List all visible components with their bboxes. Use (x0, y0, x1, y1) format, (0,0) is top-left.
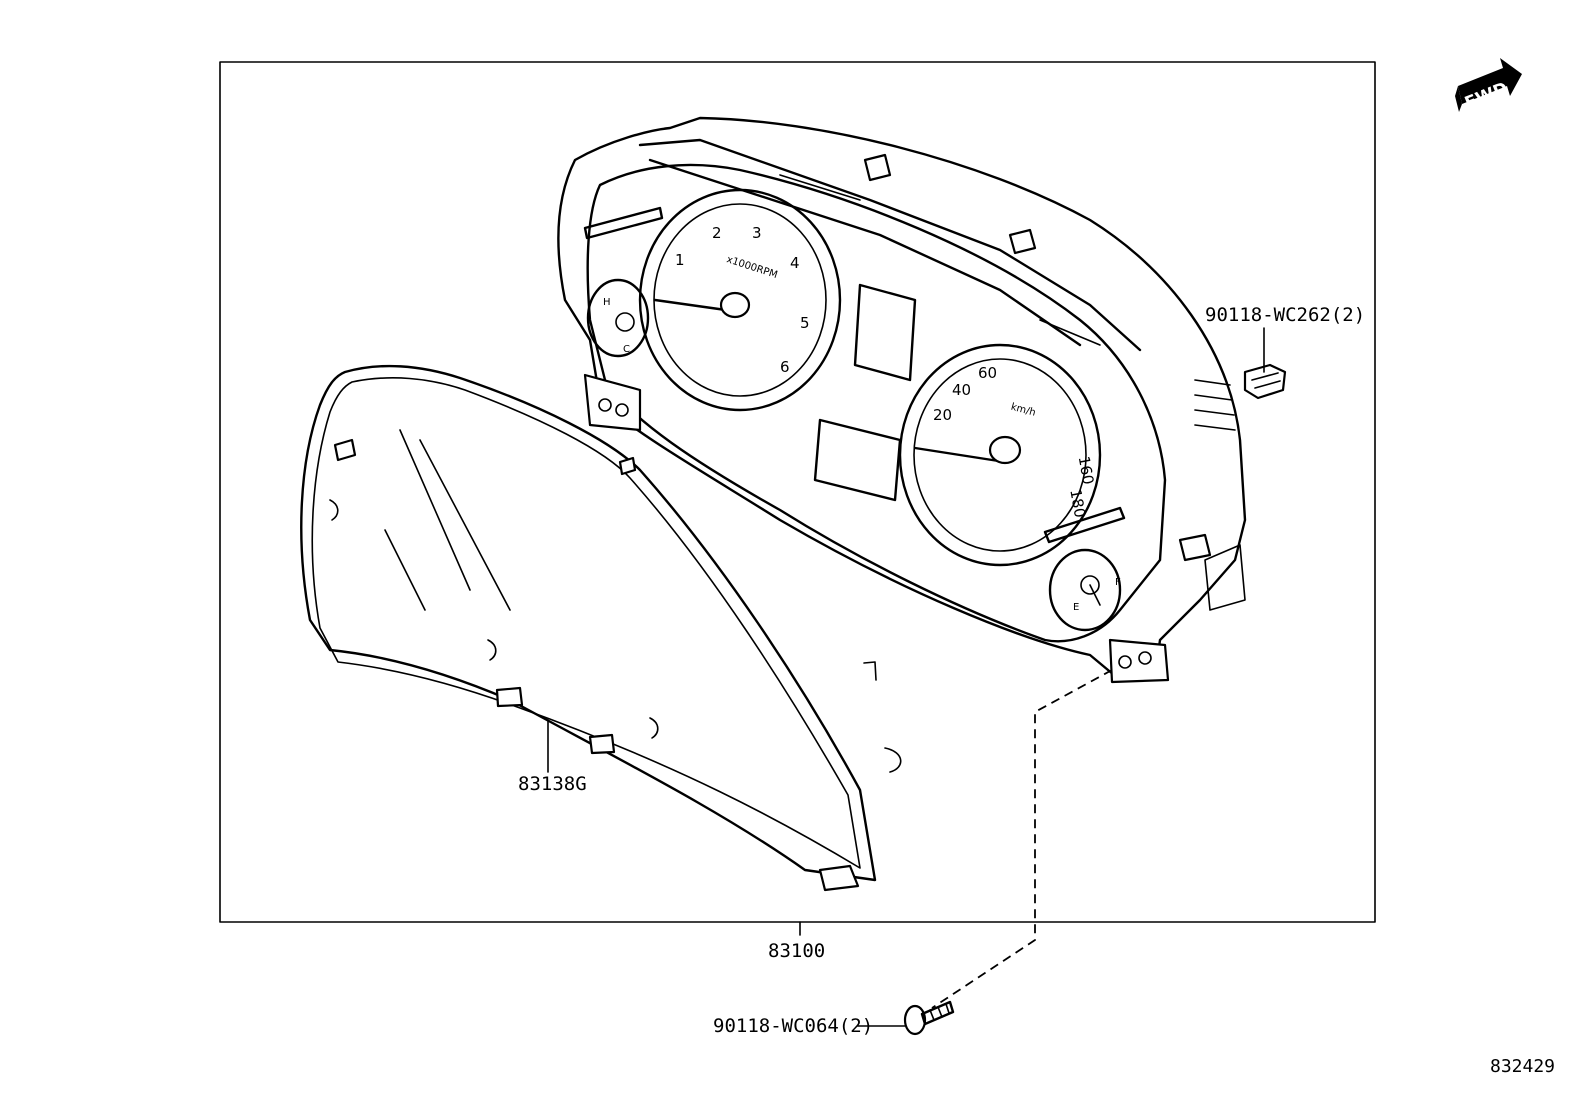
callout-clip: 90118-WC262(2) (1205, 304, 1365, 326)
speed-tick-20: 20 (933, 406, 952, 424)
combination-meter-body (557, 116, 1247, 684)
tachometer: 1 2 3 4 5 6 x1000RPM (638, 188, 842, 412)
speed-tick-180: 180 (1066, 488, 1089, 519)
tach-tick-1: 1 (675, 251, 685, 269)
tach-tick-3: 3 (752, 224, 762, 242)
fwd-arrow-icon: FWD (1455, 58, 1522, 114)
assembly-frame (219, 61, 1376, 923)
tach-unit: x1000RPM (725, 254, 779, 281)
speed-tick-60: 60 (978, 364, 997, 382)
clip-part-icon (1243, 363, 1287, 400)
temp-label-h: H (603, 297, 611, 308)
callout-glass: 83138G (518, 773, 587, 795)
tach-tick-5: 5 (800, 314, 810, 332)
temp-label-c: C (623, 344, 630, 355)
callout-main-assembly: 83100 (768, 940, 825, 962)
leader-screw-dashed (931, 669, 1113, 1009)
tach-tick-6: 6 (780, 358, 790, 376)
callout-screw: 90118-WC064(2) (713, 1015, 873, 1037)
speed-unit: km/h (1010, 402, 1037, 419)
tach-tick-4: 4 (790, 254, 800, 272)
diagram-code: 832429 (1490, 1056, 1555, 1077)
tach-tick-2: 2 (712, 224, 722, 242)
speedometer: 20 40 60 160 180 km/h (898, 343, 1102, 567)
speed-tick-40: 40 (952, 381, 971, 399)
temp-gauge: H C (586, 278, 650, 358)
fuel-gauge: F E (1048, 548, 1122, 632)
speed-tick-160: 160 (1075, 455, 1098, 486)
fuel-label-e: E (1073, 602, 1079, 613)
screw-part-icon (903, 1000, 955, 1036)
fuel-label-f: F (1115, 577, 1121, 588)
meter-glass (300, 364, 902, 892)
